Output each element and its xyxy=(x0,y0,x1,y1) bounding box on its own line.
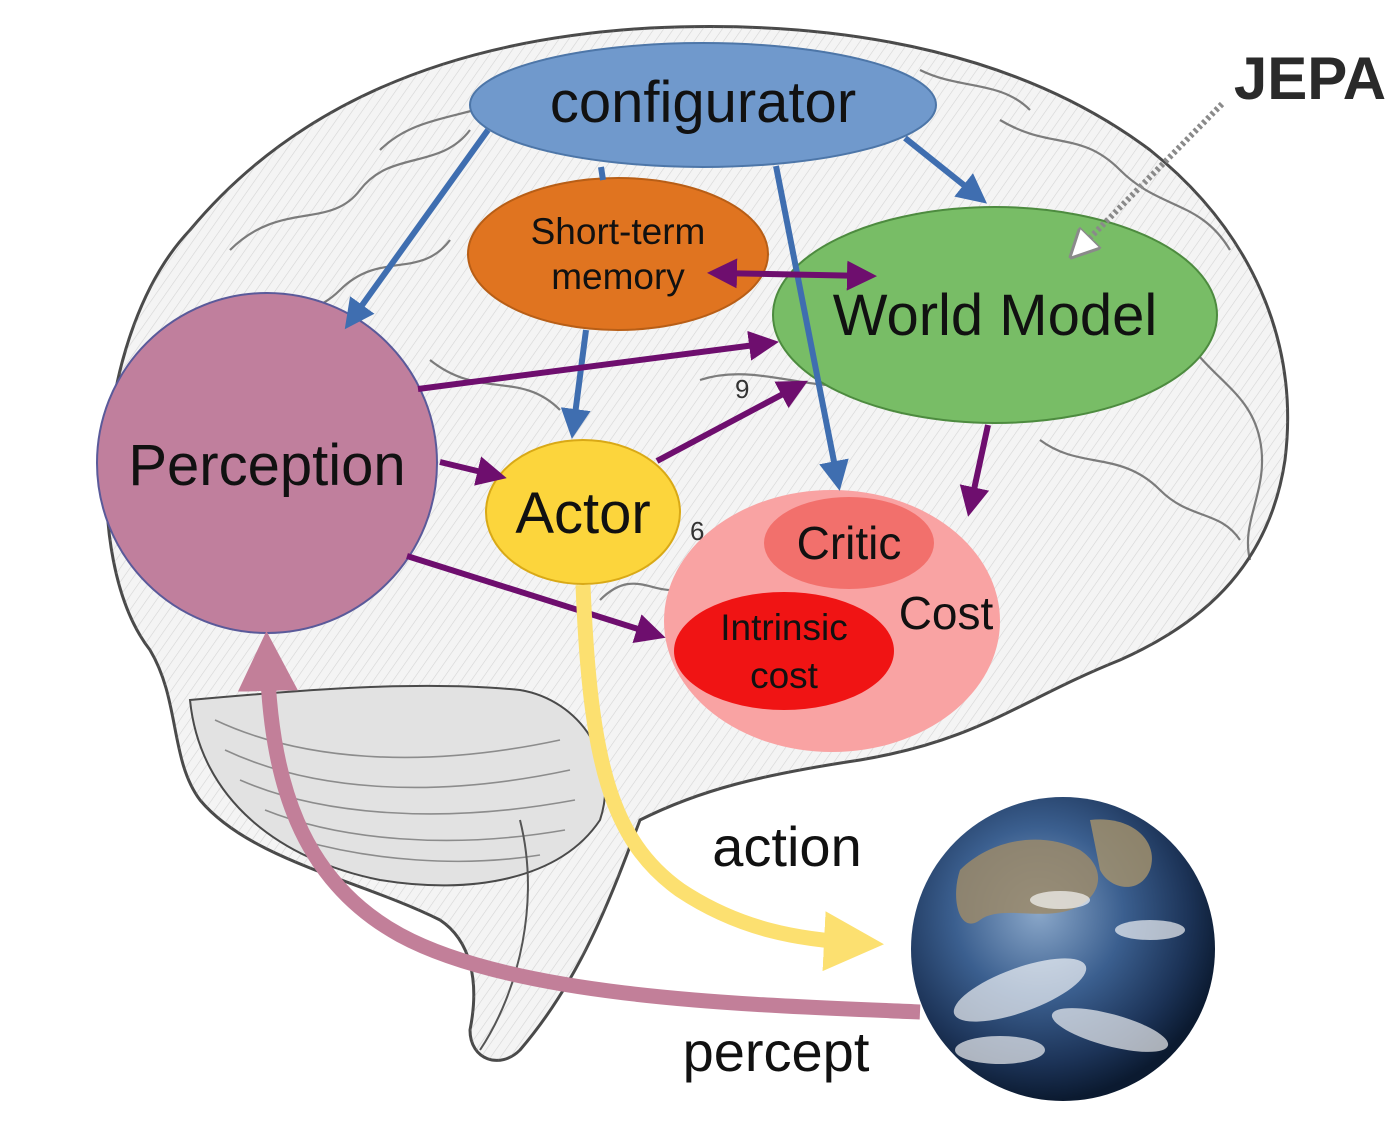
arrow-memory-to-actor xyxy=(560,329,591,439)
action-arrow xyxy=(575,584,884,972)
critic-node xyxy=(764,497,934,589)
actor-node xyxy=(485,439,681,585)
short-term-memory-node xyxy=(467,177,769,331)
arrow-configurator-to-cost xyxy=(773,165,849,491)
arrow-actor-to-world-model xyxy=(655,380,808,464)
short-term-memory-label-line2: memory xyxy=(551,256,685,297)
intrinsic-cost-label-line1: Intrinsic xyxy=(720,607,847,648)
short-term-memory-label-line1: Short-term xyxy=(531,211,706,252)
jepa-label: JEPA xyxy=(1234,45,1386,112)
percept-label: percept xyxy=(683,1020,870,1083)
arrow-world-model-to-cost xyxy=(959,424,991,517)
cost-label: Cost xyxy=(899,587,994,639)
action-label: action xyxy=(712,815,861,878)
intrinsic-cost-label-line2: cost xyxy=(750,655,819,696)
arrow-configurator-to-world-model xyxy=(903,135,988,204)
intrinsic-cost-node xyxy=(674,592,894,710)
arrow-configurator-to-memory xyxy=(598,166,606,181)
arrow-configurator-to-perception xyxy=(344,128,491,330)
world-model-label: World Model xyxy=(833,283,1158,348)
critic-label: Critic xyxy=(797,517,902,569)
svg-text:9: 9 xyxy=(735,374,749,404)
configurator-label: configurator xyxy=(550,70,856,135)
configurator-node xyxy=(469,42,937,168)
arrow-perception-to-cost xyxy=(406,553,666,643)
svg-text:6: 6 xyxy=(690,516,704,546)
percept-arrow xyxy=(237,631,921,1020)
world-model-node xyxy=(772,206,1218,424)
arrow-memory-world-model xyxy=(707,258,877,291)
perception-label: Perception xyxy=(128,433,405,498)
actor-label: Actor xyxy=(515,481,650,546)
earth-globe xyxy=(911,797,1215,1101)
arrow-perception-to-world-model xyxy=(417,330,779,392)
jepa-arrow xyxy=(1078,101,1225,250)
arrow-perception-to-actor xyxy=(439,456,507,486)
